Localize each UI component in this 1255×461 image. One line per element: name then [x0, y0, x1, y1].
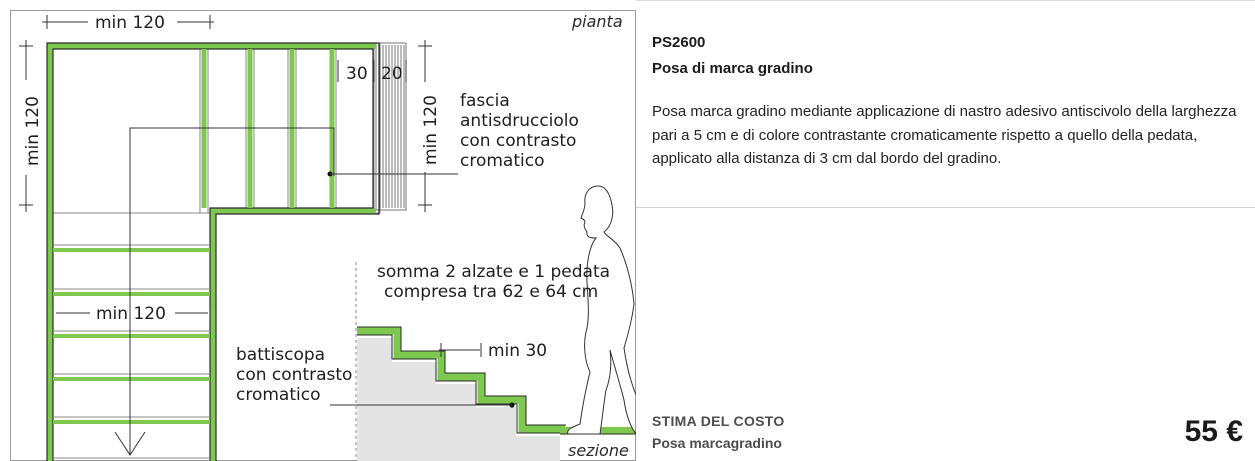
info-panel: PS2600 Posa di marca gradino Posa marca …	[636, 0, 1255, 461]
note-battiscopa: battiscopa con contrasto cromatico	[236, 345, 358, 405]
dim-min30: min 30	[488, 341, 547, 361]
note-somma: somma 2 alzate e 1 pedata compresa tra 6…	[377, 262, 615, 302]
green-stripe-section	[357, 327, 565, 433]
dim-right-height: min 120	[421, 95, 441, 165]
dim-top-width: min 120	[95, 13, 165, 33]
product-code: PS2600	[652, 34, 706, 51]
hatched-steps	[379, 45, 405, 208]
stair-diagram: min 120 pianta min 120 30 20	[10, 10, 636, 461]
human-silhouette	[567, 185, 636, 435]
label-pianta: pianta	[571, 12, 623, 31]
drawing-frame	[10, 10, 636, 461]
dim-step-20: 20	[381, 64, 403, 84]
label-sezione: sezione	[568, 441, 629, 460]
green-stripe-plan	[47, 43, 376, 461]
technical-drawing: min 120 pianta min 120 30 20	[10, 10, 636, 461]
description-divider	[636, 207, 1255, 208]
price-value: 55 €	[1184, 415, 1243, 448]
product-title: Posa di marca gradino	[652, 60, 813, 77]
cost-estimate-label: STIMA DEL COSTO	[652, 413, 785, 429]
dim-left-height: min 120	[23, 96, 43, 166]
note-fascia: fascia antisdrucciolo con contrasto crom…	[460, 91, 584, 171]
dim-mid-width: min 120	[96, 304, 166, 324]
dim-step-30: 30	[346, 64, 368, 84]
product-description: Posa marca gradino mediante applicazione…	[652, 103, 1237, 168]
cost-item-name: Posa marcagradino	[652, 435, 782, 451]
